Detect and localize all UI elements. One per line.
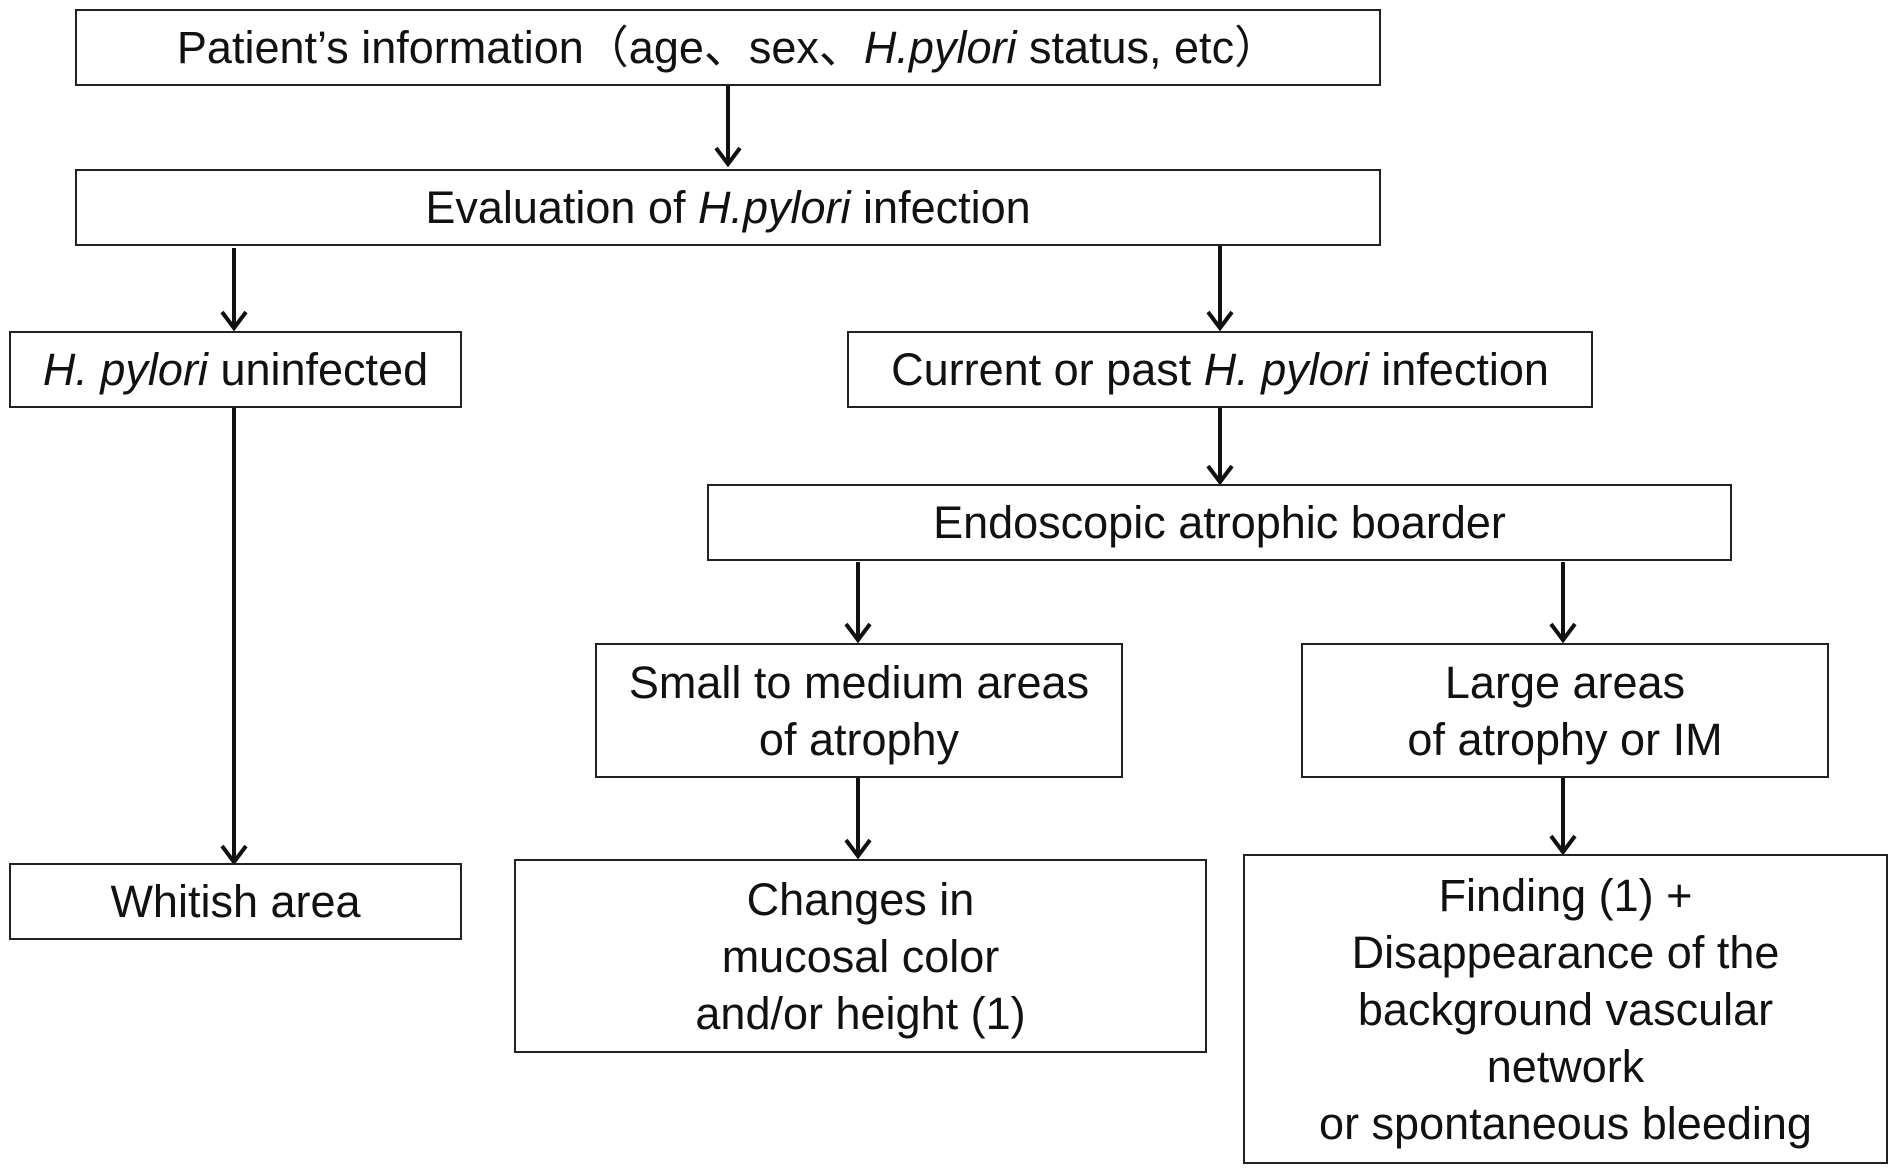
infected-box: Current or past H. pylori infection (847, 331, 1593, 408)
uninfected-text-italic: H. pylori (42, 344, 208, 395)
patient-info-box: Patient’s information（age、sex、H.pylori s… (75, 9, 1381, 86)
finding-box: Finding (1) + Disappearance of the backg… (1243, 854, 1888, 1164)
large-areas-line-1: Large areas (1444, 656, 1686, 708)
uninfected-box: H. pylori uninfected (9, 331, 462, 408)
uninfected-label: H. pylori uninfected (43, 341, 428, 398)
evaluation-box: Evaluation of H.pylori infection (75, 169, 1381, 246)
patient-info-text-pre: Patient’s information（age、sex、 (176, 22, 864, 73)
infected-label: Current or past H. pylori infection (891, 341, 1549, 398)
large-areas-box: Large areas of atrophy or IM (1301, 643, 1829, 778)
finding-line-4: network (1486, 1040, 1645, 1092)
evaluation-text-post: infection (850, 182, 1031, 233)
whitish-label: Whitish area (110, 876, 361, 927)
evaluation-text-italic: H.pylori (698, 182, 851, 233)
infected-text-italic: H. pylori (1203, 344, 1369, 395)
changes-line-3: and/or height (1) (695, 987, 1026, 1039)
evaluation-text-pre: Evaluation of (425, 182, 698, 233)
small-medium-line-1: Small to medium areas (628, 656, 1090, 708)
atrophic-border-label: Endoscopic atrophic boarder (933, 497, 1506, 548)
infected-text-pre: Current or past (891, 344, 1204, 395)
infected-text-post: infection (1368, 344, 1549, 395)
atrophic-border-box: Endoscopic atrophic boarder (707, 484, 1732, 561)
finding-line-5: or spontaneous bleeding (1319, 1097, 1812, 1149)
patient-info-text-italic: H.pylori (863, 22, 1017, 73)
small-medium-box: Small to medium areas of atrophy (595, 643, 1123, 778)
small-medium-line-2: of atrophy (758, 713, 960, 765)
changes-line-2: mucosal color (721, 930, 1000, 982)
large-areas-line-2: of atrophy or IM (1407, 713, 1723, 765)
changes-box: Changes in mucosal color and/or height (… (514, 859, 1207, 1053)
whitish-box: Whitish area (9, 863, 462, 940)
finding-line-3: background vascular (1357, 983, 1774, 1035)
changes-line-1: Changes in (746, 873, 975, 925)
patient-info-text-post: status, etc） (1016, 22, 1280, 73)
evaluation-label: Evaluation of H.pylori infection (425, 179, 1030, 236)
uninfected-text-post: uninfected (207, 344, 429, 395)
patient-info-label: Patient’s information（age、sex、H.pylori s… (177, 19, 1279, 76)
finding-line-2: Disappearance of the (1351, 926, 1780, 978)
finding-line-1: Finding (1) + (1438, 869, 1693, 921)
